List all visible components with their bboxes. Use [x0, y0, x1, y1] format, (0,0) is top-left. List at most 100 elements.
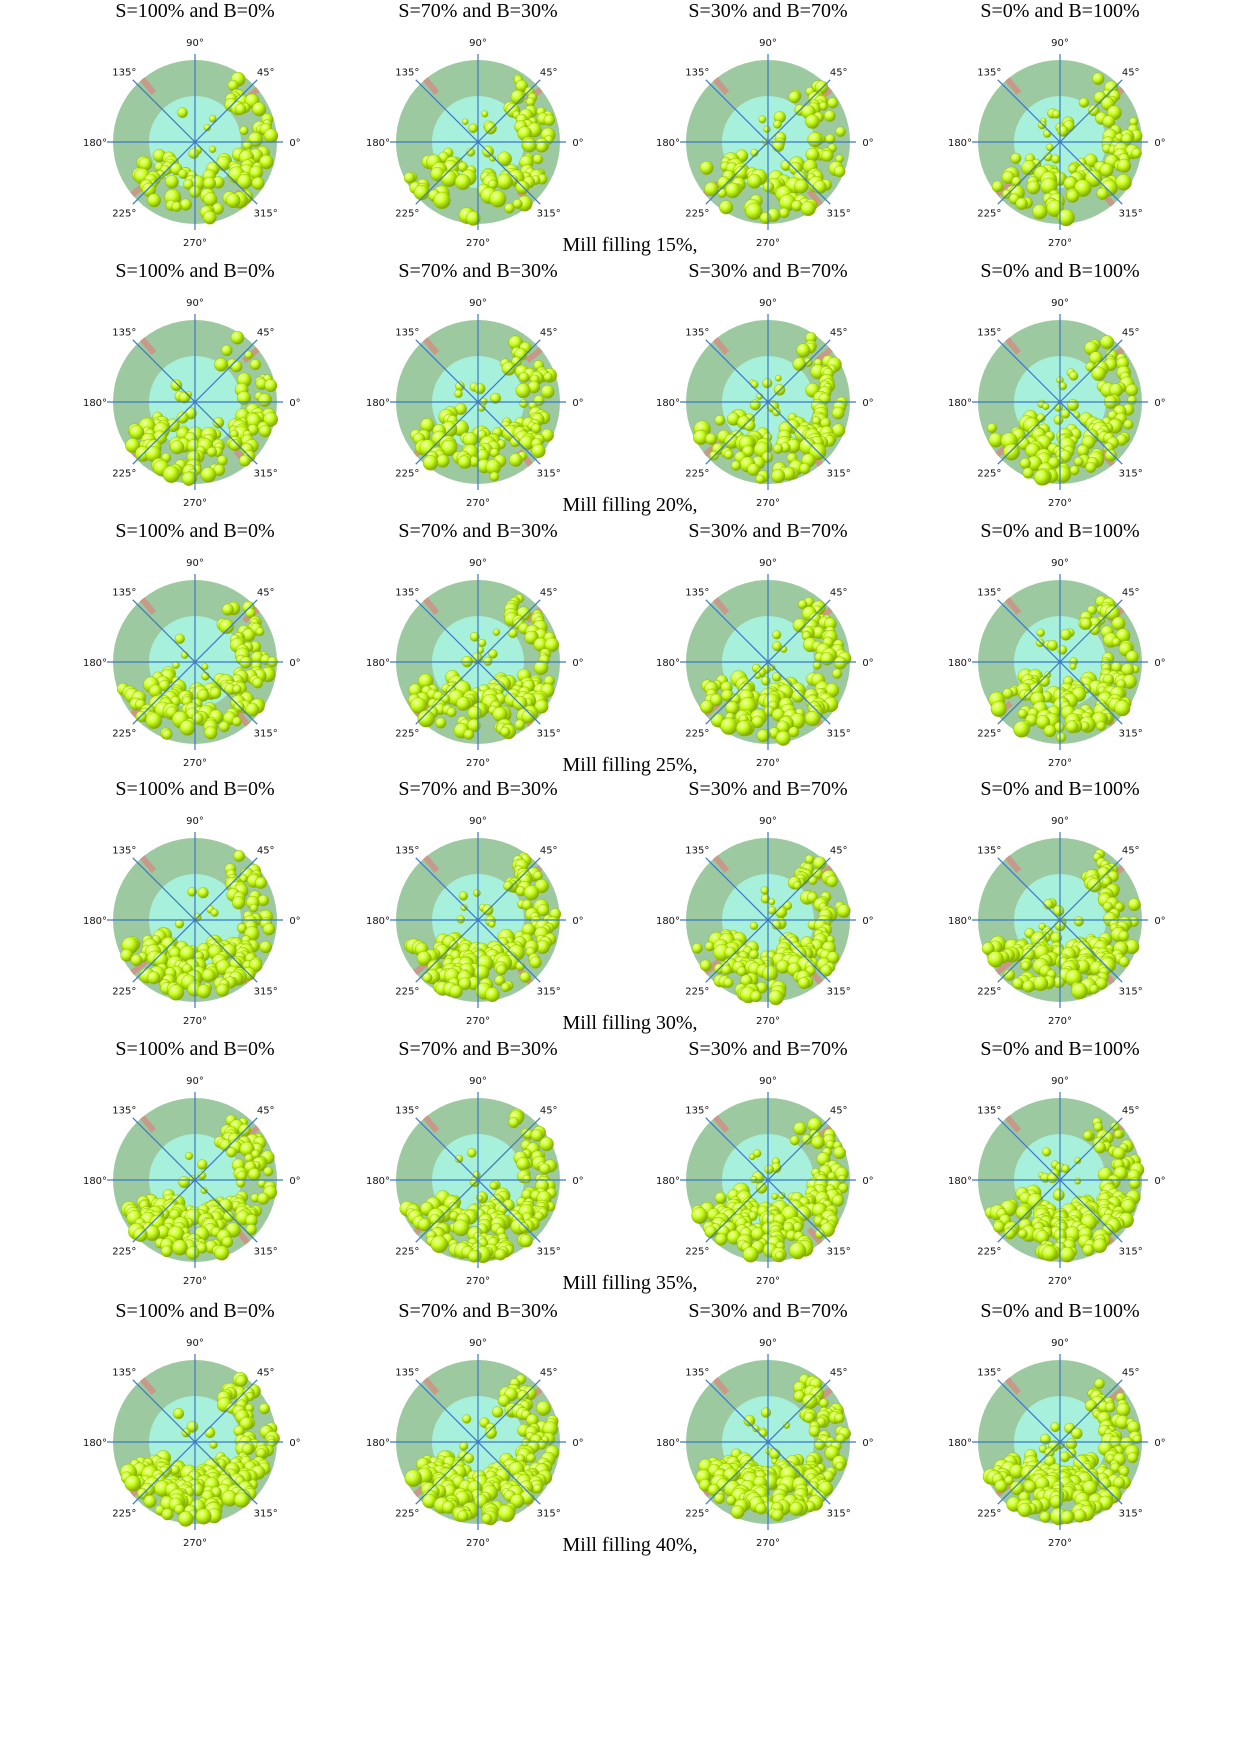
ball	[1102, 115, 1116, 128]
ball	[1110, 1121, 1120, 1132]
axis-line	[997, 1379, 1123, 1505]
ball	[1118, 930, 1130, 942]
ball	[749, 399, 761, 411]
ball	[531, 423, 542, 434]
angle-label: 0°	[862, 398, 873, 409]
angle-label: 135°	[685, 1367, 709, 1378]
angle-label: 90°	[759, 816, 777, 827]
ball	[526, 1453, 536, 1463]
angle-label: 90°	[186, 298, 204, 309]
ball	[218, 721, 230, 733]
ball	[501, 361, 516, 376]
lifter-bar	[1004, 597, 1022, 615]
ball	[488, 649, 498, 659]
angle-label: 45°	[830, 67, 848, 78]
ball	[1003, 969, 1016, 981]
ball	[772, 443, 784, 454]
ball	[820, 964, 833, 977]
angle-label: 225°	[395, 987, 419, 998]
ball	[515, 180, 530, 195]
panel-title: S=30% and B=70%	[688, 0, 848, 22]
ball	[827, 97, 839, 109]
panel-title: S=70% and B=30%	[398, 0, 558, 22]
ball	[1092, 1238, 1108, 1253]
mill-panel: S=30% and B=70%0°45°90°135°180°225°270°3…	[618, 260, 918, 530]
ball	[719, 200, 734, 215]
angle-label: 135°	[685, 587, 709, 598]
ball	[454, 173, 471, 190]
mill-panel: S=100% and B=0%0°45°90°135°180°225°270°3…	[45, 778, 345, 1048]
panel-title: S=30% and B=70%	[688, 260, 848, 282]
ball	[769, 1448, 781, 1460]
ball	[230, 360, 243, 373]
angle-label: 135°	[112, 1367, 136, 1378]
lifter-bar	[139, 77, 157, 95]
ball	[812, 660, 822, 670]
panel-title: S=0% and B=100%	[980, 1038, 1140, 1060]
panel-title: S=70% and B=30%	[398, 778, 558, 800]
angle-label: 180°	[656, 138, 680, 149]
ball	[518, 1222, 530, 1233]
ball	[466, 147, 476, 157]
ball	[508, 628, 518, 639]
ball	[1004, 1475, 1014, 1486]
ball	[793, 1121, 807, 1136]
angle-label: 270°	[756, 1276, 780, 1287]
ball	[720, 717, 738, 735]
ball	[743, 1414, 756, 1427]
ball	[743, 419, 756, 432]
ball	[410, 697, 427, 714]
ball	[262, 922, 276, 936]
ball	[468, 123, 478, 134]
angle-label: 180°	[656, 1176, 680, 1187]
angle-label: 135°	[395, 1105, 419, 1116]
lifter-bar	[712, 1115, 730, 1133]
angle-label: 45°	[540, 1105, 558, 1116]
ball	[1112, 1146, 1126, 1161]
ball	[1017, 1502, 1032, 1518]
lifter-bar	[995, 180, 1013, 198]
ball	[489, 154, 496, 162]
ball	[1056, 732, 1067, 743]
mill-filling-row: S=100% and B=0%0°45°90°135°180°225°270°3…	[0, 1038, 1260, 1328]
ball	[147, 193, 162, 208]
angle-label: 270°	[1048, 1276, 1072, 1287]
ball	[496, 173, 513, 190]
mill-simulation-diagram: 0°45°90°135°180°225°270°315°	[366, 298, 584, 509]
ball	[750, 380, 759, 389]
ball	[403, 172, 416, 184]
angle-label: 135°	[112, 1105, 136, 1116]
ball	[404, 1469, 423, 1487]
ball	[1043, 129, 1052, 138]
mill-simulation-diagram: 0°45°90°135°180°225°270°315°	[948, 38, 1166, 249]
ball	[1101, 876, 1112, 887]
panel-title: S=100% and B=0%	[115, 1038, 275, 1060]
angle-label: 45°	[830, 587, 848, 598]
ball	[185, 1151, 194, 1160]
angle-label: 135°	[395, 587, 419, 598]
ball	[435, 717, 447, 729]
angle-label: 0°	[862, 1176, 873, 1187]
ball	[200, 1186, 208, 1194]
ball	[775, 730, 791, 746]
ball	[1085, 461, 1097, 473]
ball	[1073, 456, 1084, 467]
ball	[1091, 366, 1106, 381]
angle-label: 225°	[977, 469, 1001, 480]
ball	[467, 1148, 477, 1158]
angle-label: 225°	[685, 209, 709, 220]
angle-label: 180°	[83, 916, 107, 927]
ball	[814, 1228, 825, 1239]
ball	[1015, 197, 1028, 211]
ball	[170, 440, 185, 455]
axis-line	[132, 339, 258, 465]
ball	[1069, 663, 1077, 670]
ball	[203, 124, 212, 132]
ball	[459, 1441, 469, 1451]
panel-title: S=30% and B=70%	[688, 778, 848, 800]
ball	[255, 627, 265, 637]
ball	[489, 447, 500, 458]
ball	[197, 887, 209, 899]
angle-label: 0°	[1154, 398, 1165, 409]
ball	[130, 954, 143, 967]
